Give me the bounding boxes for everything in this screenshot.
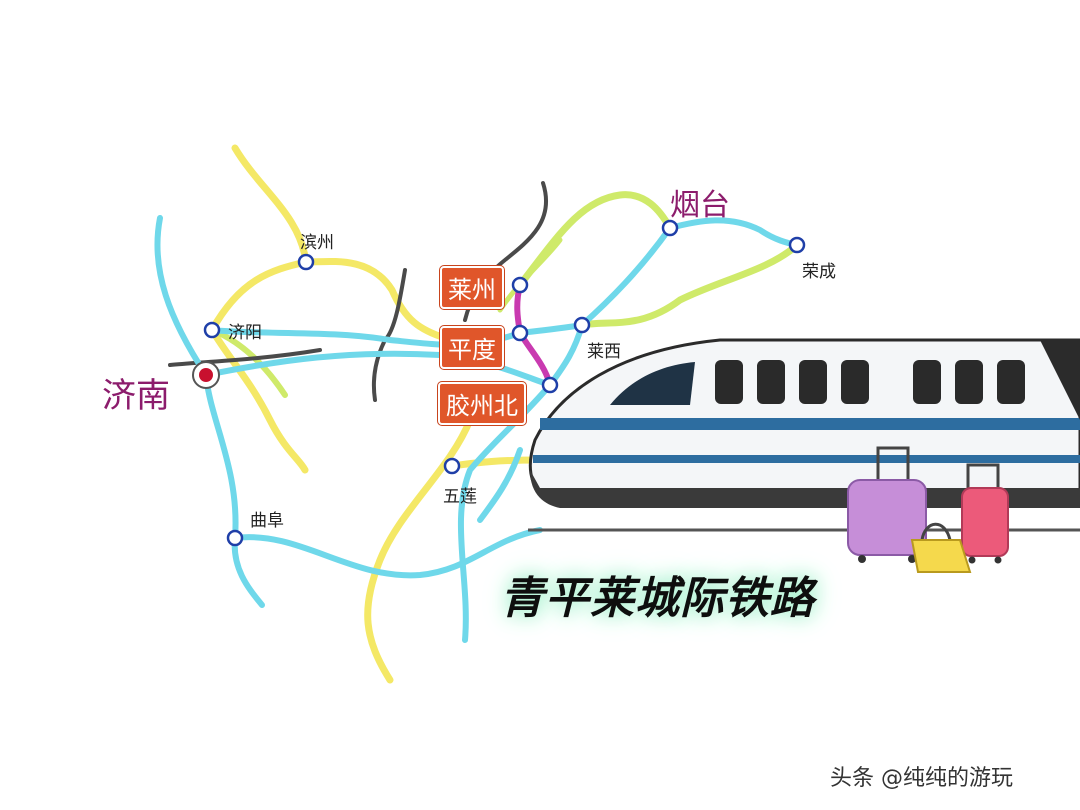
label-wulian: 五莲: [443, 487, 477, 507]
train-window: [715, 360, 743, 404]
train-stripe-blue: [540, 418, 1080, 430]
watermark: 头条 @纯纯的游玩: [830, 766, 1013, 791]
station-dot-wulian: [443, 457, 461, 475]
label-qufu: 曲阜: [250, 511, 284, 531]
cyan-line-south: [203, 372, 265, 608]
cyan-line-yantai-laixi: [579, 225, 673, 328]
label-rongcheng: 荣成: [802, 262, 836, 282]
label-laixi: 莱西: [587, 342, 621, 362]
yellow-line-jiaozhou: [448, 456, 544, 470]
green-line-laizhou: [497, 237, 563, 313]
tag-laizhou: 莱州: [440, 266, 504, 309]
cyan-line-jinan-qingdao: [203, 350, 553, 388]
train-nose-stripe: [1040, 340, 1080, 420]
dark-line-jinan: [168, 348, 322, 367]
cyan-line-pingdu-laixi: [517, 322, 585, 336]
train-window: [955, 360, 983, 404]
train-window: [799, 360, 827, 404]
station-dot-jiyang: [203, 321, 221, 339]
handbag-yellow-icon: [910, 522, 972, 573]
station-dot-binzhou: [297, 253, 315, 271]
tag-pingdu: 平度: [440, 326, 504, 369]
luggage-pink-icon: [961, 463, 1009, 564]
station-dot-pingdu: [511, 324, 529, 342]
yellow-line-binzhou: [231, 144, 449, 342]
station-dot-laizhou: [511, 276, 529, 294]
train-window-front: [610, 362, 695, 405]
tag-jiaozhoubei: 胶州北: [438, 382, 526, 425]
label-binzhou: 滨州: [300, 233, 334, 253]
station-dot-rongcheng: [788, 236, 806, 254]
cyan-line-west: [154, 215, 209, 378]
train-stripe-blue-2: [533, 455, 1080, 463]
train-window: [841, 360, 869, 404]
train-bottom: [530, 470, 1080, 508]
yellow-line-jiyang: [208, 258, 310, 474]
train-illustration: [528, 338, 1080, 532]
luggage-purple-icon: [847, 446, 927, 563]
train-window: [913, 360, 941, 404]
green-line-laixi: [578, 241, 801, 329]
label-jiyang: 济阳: [228, 323, 262, 343]
station-dot-yantai: [661, 219, 679, 237]
label-yantai: 烟台: [670, 188, 730, 223]
green-line-yantai: [516, 191, 674, 289]
station-markers: [192, 219, 806, 547]
cyan-line-laixi-jiaozhou: [547, 322, 585, 388]
train-window: [997, 360, 1025, 404]
label-jinan: 济南: [102, 376, 170, 416]
station-dot-jiaozhoubei: [541, 376, 559, 394]
cyan-line-qufu-east: [232, 527, 543, 579]
map-title: 青平莱城际铁路: [500, 573, 815, 624]
cyan-line-south-branch: [477, 447, 523, 523]
station-dot-qufu: [226, 529, 244, 547]
cyan-line-yantai-rongcheng: [667, 217, 800, 248]
train-window: [757, 360, 785, 404]
station-dot-jinan-inner: [199, 368, 213, 382]
station-dot-laixi: [573, 316, 591, 334]
